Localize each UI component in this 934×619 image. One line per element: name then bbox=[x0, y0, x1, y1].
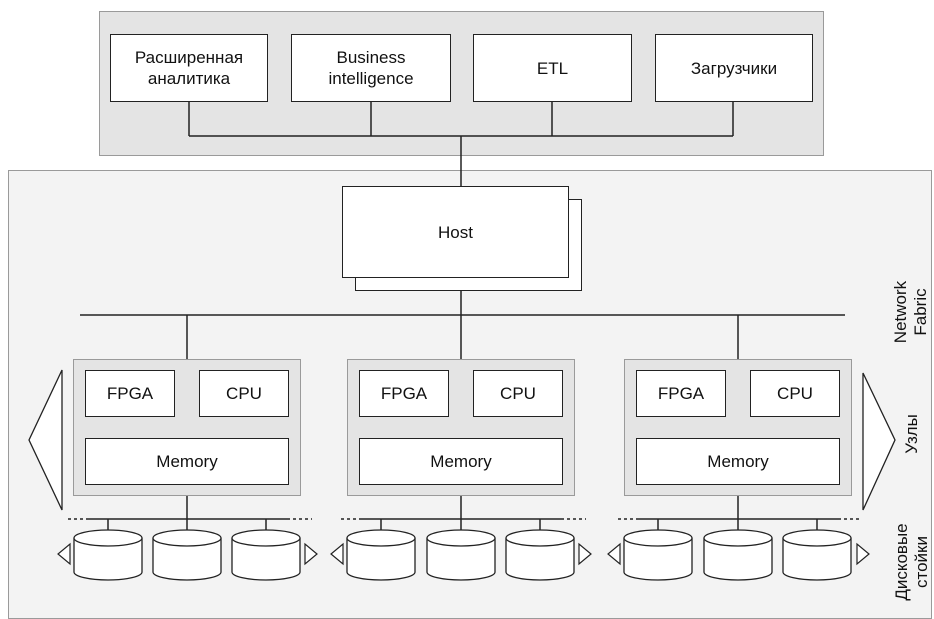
host-box: Host bbox=[342, 186, 569, 278]
node-3-cpu: CPU bbox=[750, 370, 840, 417]
tool-etl: ETL bbox=[473, 34, 632, 102]
node-2-fpga: FPGA bbox=[359, 370, 449, 417]
tool-advanced-analytics: Расширенная аналитика bbox=[110, 34, 268, 102]
label-nodes: Узлы bbox=[902, 414, 921, 454]
disk-icons bbox=[73, 529, 852, 581]
node-3-fpga: FPGA bbox=[636, 370, 726, 417]
node-1-cpu: CPU bbox=[199, 370, 289, 417]
right-arrow-icon bbox=[862, 372, 896, 511]
node-2-memory: Memory bbox=[359, 438, 563, 485]
node-1-memory: Memory bbox=[85, 438, 289, 485]
node-2-cpu: CPU bbox=[473, 370, 563, 417]
tool-loaders: Загрузчики bbox=[655, 34, 813, 102]
node-3-memory: Memory bbox=[636, 438, 840, 485]
tool-business-intelligence: Business intelligence bbox=[291, 34, 451, 102]
label-disk-racks: Дисковые стойки bbox=[892, 523, 931, 601]
node-1-fpga: FPGA bbox=[85, 370, 175, 417]
left-arrow-icon bbox=[28, 369, 63, 511]
label-network-fabric: Network Fabric bbox=[891, 280, 930, 344]
